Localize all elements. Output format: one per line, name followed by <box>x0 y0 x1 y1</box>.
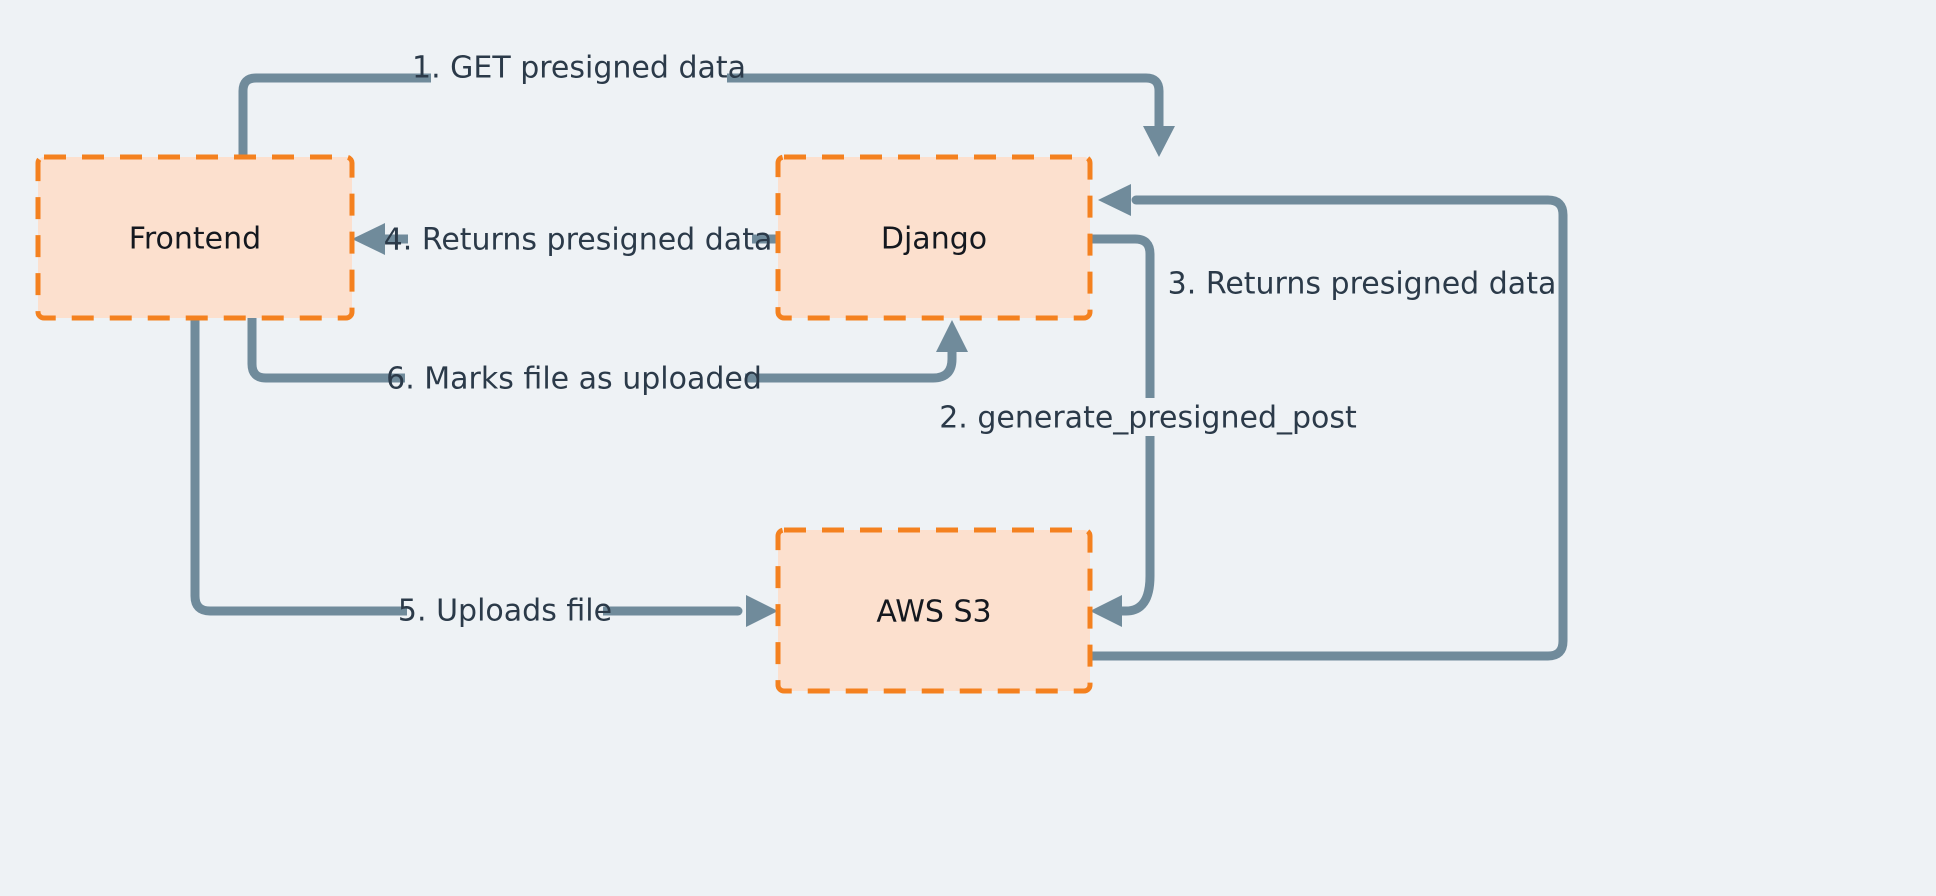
node-aws-s3[interactable]: AWS S3 <box>775 527 1093 694</box>
edge-1-arrowhead <box>1143 126 1175 157</box>
edge-6-label: 6. Marks file as uploaded <box>386 362 762 397</box>
edge-1-label-bg <box>431 48 727 86</box>
node-frontend[interactable]: Frontend <box>35 154 355 321</box>
edge-6-marks-file-as-uploaded <box>247 313 968 383</box>
edge-1-get-presigned-data <box>238 73 1175 162</box>
edge-3-arrowhead <box>1098 184 1131 216</box>
edge-6-path <box>247 313 412 383</box>
edge-5-label: 5. Uploads file <box>398 594 612 629</box>
edge-3-label-group: 3. Returns presigned data <box>1168 264 1557 302</box>
edge-4-label: 4. Returns presigned data <box>384 223 773 258</box>
edge-1-label-group: 1. GET presigned data <box>412 48 746 86</box>
node-django-label: Django <box>881 222 987 257</box>
node-frontend-label: Frontend <box>129 222 261 257</box>
edge-5-label-bg <box>407 592 603 630</box>
edge-2-label-bg <box>967 398 1331 436</box>
edge-5-path <box>190 313 415 616</box>
edge-5-arrowhead <box>746 595 778 627</box>
edge-3-returns-presigned-data <box>1085 184 1568 661</box>
edge-2-label-group: 2. generate_presigned_post <box>939 398 1357 436</box>
edge-1-path <box>238 73 1164 162</box>
node-frontend-box[interactable] <box>35 154 355 321</box>
edge-5-label-group: 5. Uploads file <box>398 592 612 630</box>
edge-4-arrowhead <box>352 223 385 255</box>
node-django-box[interactable] <box>775 154 1093 321</box>
edge-3-label: 3. Returns presigned data <box>1168 267 1557 302</box>
edge-2-arrowhead <box>1090 595 1122 627</box>
node-django[interactable]: Django <box>775 154 1093 321</box>
node-aws-s3-label: AWS S3 <box>876 595 991 630</box>
edge-3-path <box>1085 195 1568 661</box>
edge-1-label: 1. GET presigned data <box>412 51 746 86</box>
edge-6-label-group: 6. Marks file as uploaded <box>386 359 762 397</box>
node-aws-s3-box[interactable] <box>775 527 1093 694</box>
edge-4-label-bg <box>408 220 752 258</box>
edge-4-label-group: 4. Returns presigned data <box>384 220 773 258</box>
edge-6-arrowhead <box>936 320 968 352</box>
edge-5-uploads-file <box>190 313 778 627</box>
edge-2-label: 2. generate_presigned_post <box>939 401 1357 436</box>
edge-6-path-tail <box>736 344 957 383</box>
edge-6-label-bg <box>405 359 745 397</box>
edge-3-label-bg <box>1194 264 1534 302</box>
